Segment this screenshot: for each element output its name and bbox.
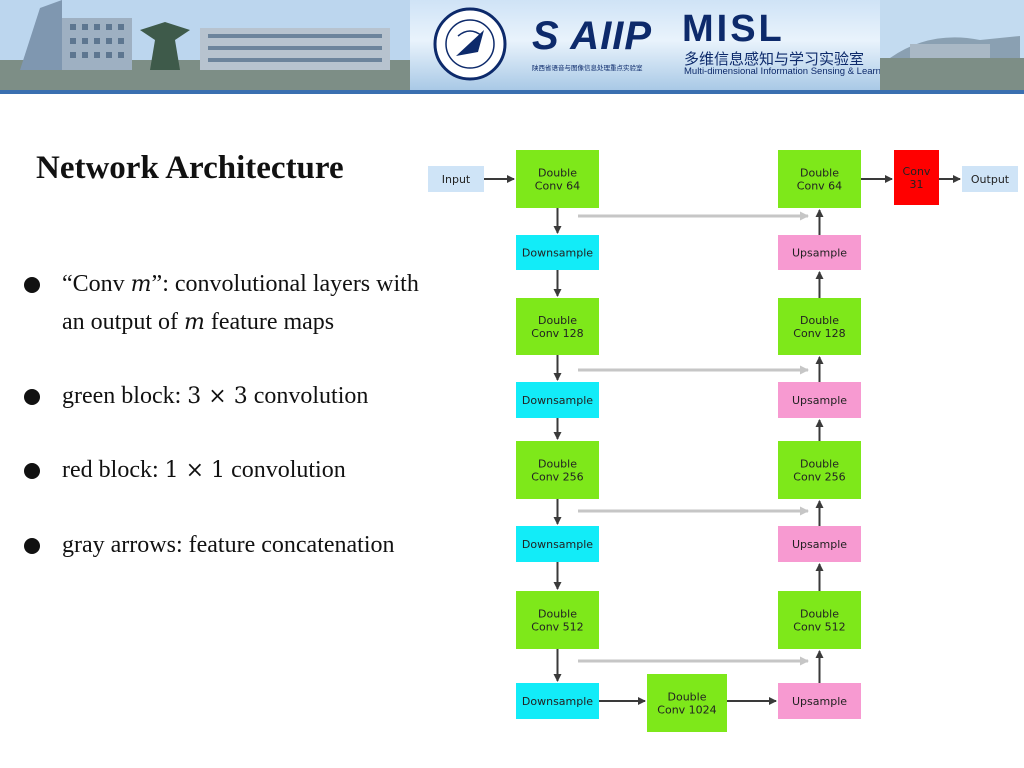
- encoder-block-5-label: Double: [538, 458, 577, 471]
- misl-chinese-name: 多维信息感知与学习实验室: [684, 50, 865, 68]
- decoder-block-2: [778, 235, 861, 270]
- decoder-block-3: [778, 298, 861, 355]
- encoder-block-3-label: Double: [538, 314, 577, 327]
- encoder-block-7-label: Double: [538, 608, 577, 621]
- decoder-block-7-label: Conv 512: [793, 621, 845, 634]
- misl-logo: MISL: [682, 8, 785, 50]
- page-title: Network Architecture: [36, 150, 344, 186]
- encoder-block-1-label: Conv 64: [535, 180, 580, 193]
- input-block: [428, 166, 484, 192]
- encoder-block-1: [516, 150, 599, 208]
- bottleneck-block-label: Conv 1024: [657, 704, 716, 717]
- bullet-text: gray arrows: feature concatenation: [62, 532, 395, 558]
- decoder-block-1: [778, 150, 861, 208]
- decoder-block-3-label: Conv 128: [793, 327, 845, 340]
- bullet-dot: [24, 277, 40, 293]
- decoder-block-4: [778, 382, 861, 418]
- misl-english-name: Multi-dimensional Information Sensing & …: [684, 66, 913, 77]
- encoder-block-4-label: Downsample: [522, 394, 593, 407]
- header-rule: [0, 90, 1024, 94]
- encoder-block-4: [516, 382, 599, 418]
- encoder-block-8: [516, 683, 599, 719]
- bottleneck-block-label: Double: [668, 691, 707, 704]
- encoder-block-3-label: Conv 128: [531, 327, 583, 340]
- decoder-block-1-label: Double: [800, 167, 839, 180]
- encoder-block-5: [516, 441, 599, 499]
- saiip-logo: S AIIP: [532, 14, 653, 58]
- encoder-block-6-label: Downsample: [522, 538, 593, 551]
- decoder-block-6: [778, 526, 861, 562]
- decoder-block-3-label: Double: [800, 314, 839, 327]
- encoder-block-7: [516, 591, 599, 649]
- encoder-block-6: [516, 526, 599, 562]
- final-conv-block-label: 31: [910, 178, 924, 191]
- decoder-block-1-label: Conv 64: [797, 180, 842, 193]
- encoder-block-7-label: Conv 512: [531, 621, 583, 634]
- bullet-text: “Conv m”: convolutional layers with: [62, 271, 419, 297]
- decoder-block-8: [778, 683, 861, 719]
- decoder-block-4-label: Upsample: [792, 394, 847, 407]
- decoder-block-8-label: Upsample: [792, 695, 847, 708]
- bullet-dot: [24, 389, 40, 405]
- encoder-block-1-label: Double: [538, 167, 577, 180]
- input-block-label: Input: [442, 173, 471, 186]
- decoder-block-5-label: Double: [800, 458, 839, 471]
- decoder-block-7: [778, 591, 861, 649]
- final-conv-block: [894, 150, 939, 205]
- decoder-block-6-label: Upsample: [792, 538, 847, 551]
- saiip-subtitle: 陕西省语音与图像信息处理重点实验室: [532, 65, 643, 72]
- bullet-text: green block: 3 × 3 convolution: [62, 383, 369, 409]
- university-seal-icon: [433, 7, 507, 81]
- output-block-label: Output: [971, 173, 1010, 186]
- encoder-block-2: [516, 235, 599, 270]
- header-banner: S AIIP 陕西省语音与图像信息处理重点实验室 MISL 多维信息感知与学习实…: [0, 0, 1024, 90]
- decoder-block-2-label: Upsample: [792, 247, 847, 260]
- encoder-block-5-label: Conv 256: [531, 471, 583, 484]
- bullet-text: red block: 1 × 1 convolution: [62, 457, 346, 483]
- campus-photo-right: [880, 0, 1024, 90]
- encoder-block-2-label: Downsample: [522, 247, 593, 260]
- encoder-block-3: [516, 298, 599, 355]
- bullet-text-line2: an output of m feature maps: [62, 309, 335, 335]
- decoder-block-5-label: Conv 256: [793, 471, 845, 484]
- final-conv-block-label: Conv: [903, 165, 931, 178]
- bullet-dot: [24, 538, 40, 554]
- decoder-block-5: [778, 441, 861, 499]
- decoder-block-7-label: Double: [800, 608, 839, 621]
- encoder-block-8-label: Downsample: [522, 695, 593, 708]
- output-block: [962, 166, 1018, 192]
- campus-photo: [0, 0, 410, 90]
- bottleneck-block: [647, 674, 727, 732]
- bullet-dot: [24, 463, 40, 479]
